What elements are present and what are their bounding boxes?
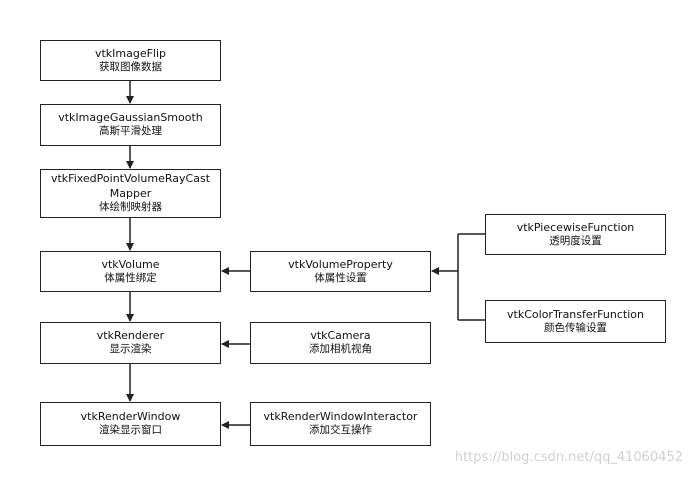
- node-class-name: vtkImageFlip: [94, 46, 167, 60]
- node-class-name: vtkVolume: [101, 257, 160, 271]
- node-ray-cast-mapper: vtkFixedPointVolumeRayCast Mapper 体绘制映射器: [40, 169, 221, 218]
- node-class-name: vtkRenderWindow: [80, 410, 181, 424]
- watermark-text: https://blog.csdn.net/qq_41060452: [454, 450, 683, 465]
- node-class-name-line2: Mapper: [109, 186, 152, 200]
- node-class-name: vtkColorTransferFunction: [507, 307, 644, 321]
- node-desc: 获取图像数据: [99, 60, 162, 73]
- node-desc: 添加相机视角: [309, 343, 372, 356]
- node-volume: vtkVolume 体属性绑定: [40, 251, 221, 292]
- node-piecewise-function: vtkPiecewiseFunction 透明度设置: [485, 214, 666, 255]
- node-image-flip: vtkImageFlip 获取图像数据: [40, 40, 221, 81]
- node-desc: 透明度设置: [549, 234, 602, 247]
- node-class-name-line1: vtkFixedPointVolumeRayCast: [50, 172, 211, 186]
- node-class-name: vtkRenderer: [96, 329, 165, 343]
- node-render-window: vtkRenderWindow 渲染显示窗口: [40, 402, 221, 446]
- node-class-name: vtkImageGaussianSmooth: [58, 111, 203, 125]
- node-desc: 渲染显示窗口: [99, 424, 162, 437]
- node-desc: 体绘制映射器: [99, 200, 162, 213]
- node-class-name: vtkCamera: [310, 329, 371, 343]
- node-volume-property: vtkVolumeProperty 体属性设置: [250, 251, 431, 292]
- node-desc: 显示渲染: [109, 343, 152, 356]
- node-desc: 体属性绑定: [104, 271, 157, 284]
- node-renderer: vtkRenderer 显示渲染: [40, 322, 221, 364]
- node-color-transfer-function: vtkColorTransferFunction 颜色传输设置: [485, 300, 666, 343]
- node-gaussian-smooth: vtkImageGaussianSmooth 高斯平滑处理: [40, 104, 221, 146]
- node-desc: 颜色传输设置: [544, 321, 607, 334]
- node-desc: 添加交互操作: [309, 424, 372, 437]
- node-desc: 高斯平滑处理: [99, 125, 162, 138]
- node-class-name: vtkPiecewiseFunction: [516, 220, 635, 234]
- node-render-window-interactor: vtkRenderWindowInteractor 添加交互操作: [250, 402, 431, 446]
- node-class-name: vtkVolumeProperty: [288, 257, 393, 271]
- node-class-name: vtkRenderWindowInteractor: [263, 410, 418, 424]
- node-desc: 体属性设置: [314, 271, 367, 284]
- node-camera: vtkCamera 添加相机视角: [250, 322, 431, 364]
